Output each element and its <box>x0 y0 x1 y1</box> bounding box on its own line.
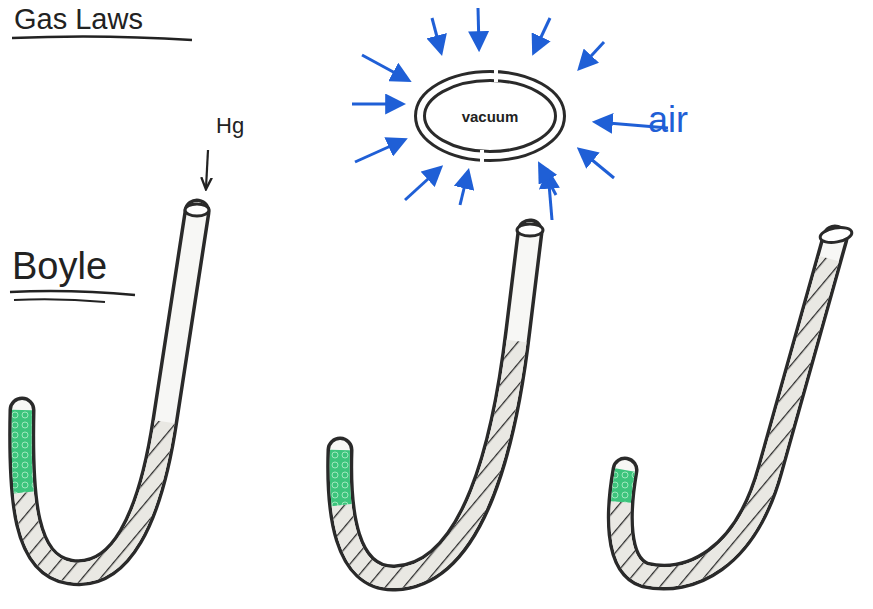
pointer-arrow <box>206 150 208 188</box>
trapped-gas <box>340 232 530 578</box>
vacuum-vessel: vacuum <box>410 66 570 166</box>
vessel-label: vacuum <box>410 108 570 125</box>
trapped-gas <box>620 238 835 577</box>
substance-label: Hg <box>216 114 244 138</box>
j-tube <box>620 225 853 577</box>
tube-opening <box>819 225 853 244</box>
label-underline <box>10 291 135 295</box>
air-arrows <box>352 8 668 220</box>
tube-opening <box>517 224 543 236</box>
j-tube <box>340 224 543 578</box>
medium-label: air <box>648 100 688 140</box>
label-underline <box>14 299 105 302</box>
title: Gas Laws <box>14 4 143 36</box>
tube-opening <box>185 204 209 216</box>
section-heading: Boyle <box>12 246 107 288</box>
mercury-column <box>620 238 835 577</box>
mercury-column <box>340 232 530 578</box>
title-underline <box>12 36 192 40</box>
